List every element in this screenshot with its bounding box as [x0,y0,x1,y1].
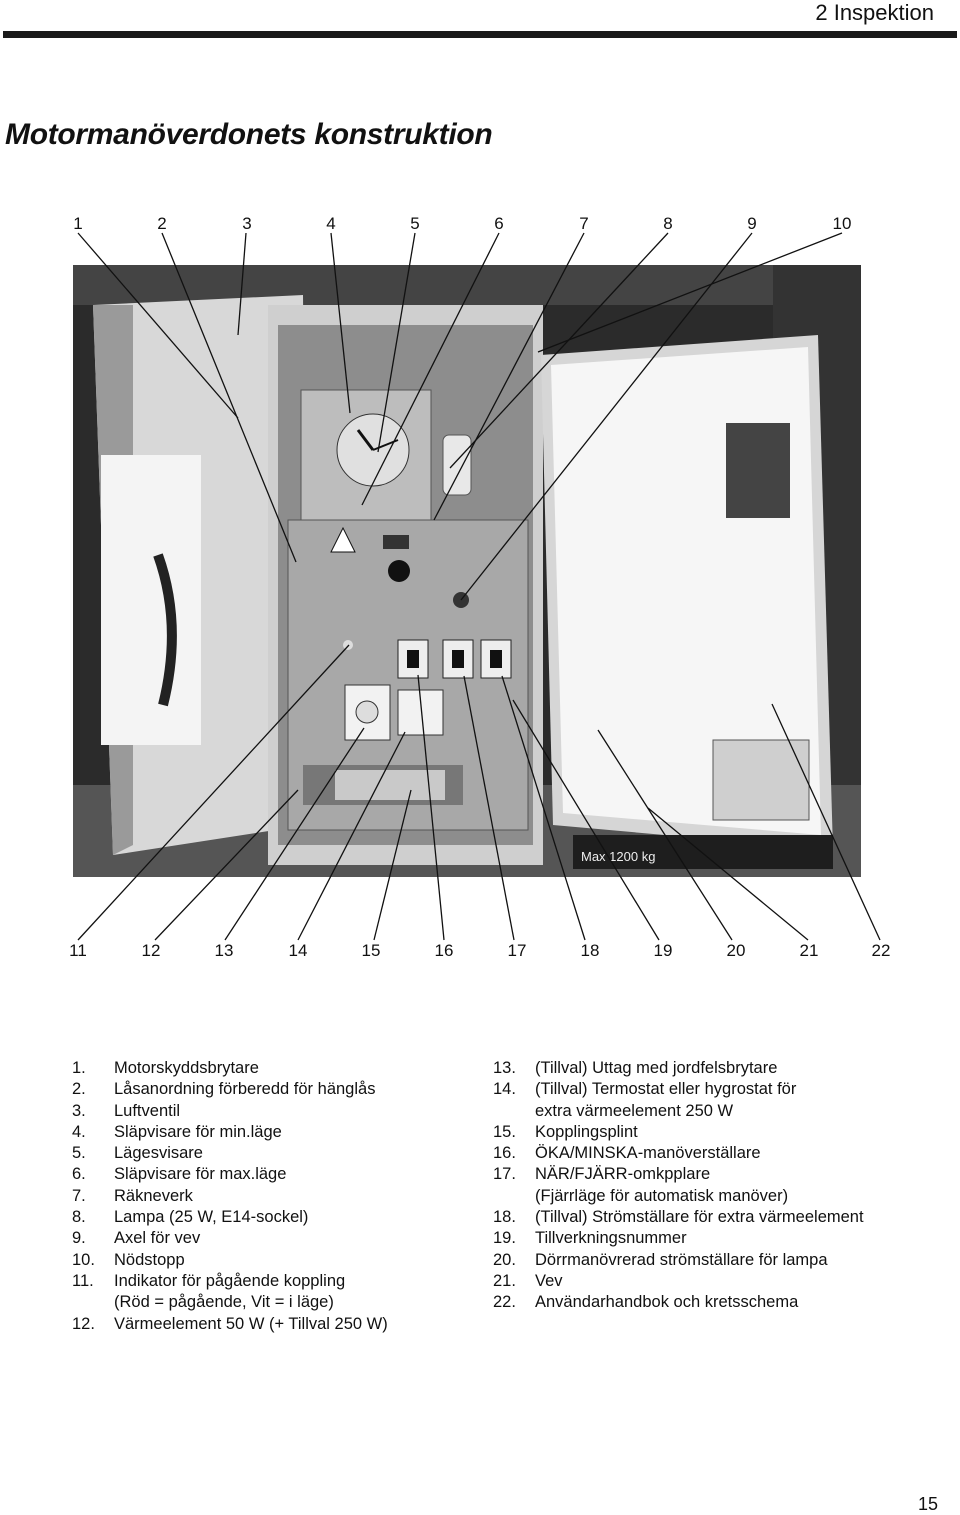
legend-item: 11.Indikator för pågående koppling [72,1271,346,1290]
callout-7: 7 [579,214,589,233]
callout-11: 11 [69,941,87,960]
callout-12: 12 [141,941,161,960]
callout-1: 1 [73,214,83,233]
callout-18: 18 [580,941,600,960]
section-title: 2 Inspektion [815,0,934,25]
legend-item: 1.Motorskyddsbrytare [72,1059,259,1077]
callout-5: 5 [410,214,420,233]
legend-item: 19.Tillverkningsnummer [493,1229,687,1248]
callout-3: 3 [242,214,252,233]
callout-2: 2 [157,214,167,233]
legend-item: 8.Lampa (25 W, E14-sockel) [72,1208,309,1227]
legend-item: 16.ÖKA/MINSKA-manöverställare [493,1144,761,1163]
legend-item: 22.Användarhandbok och kretsschema [493,1293,799,1312]
callout-6: 6 [494,214,504,233]
callout-9: 9 [747,214,757,233]
legend-item: 13.(Tillval) Uttag med jordfelsbrytare [493,1059,778,1077]
legend-item: 3.Luftventil [72,1101,181,1120]
legend-item: 10.Nödstopp [72,1250,185,1269]
legend-right: 13.(Tillval) Uttag med jordfelsbrytare 1… [493,1058,864,1314]
legend-item: 12.Värmeelement 50 W (+ Tillval 250 W) [72,1314,388,1333]
legend-item: 2.Låsanordning förberedd för hänglås [72,1080,376,1099]
page-number: 15 [917,1494,938,1514]
callout-10: 10 [832,214,852,233]
legend-item: 9.Axel för vev [72,1229,201,1248]
legend-item-continuation: (Röd = pågående, Vit = i läge) [114,1293,334,1312]
legend-item: 15.Kopplingsplint [493,1122,638,1141]
legend-item: 7.Räkneverk [72,1186,193,1205]
callout-21: 21 [799,941,819,960]
legend-item-continuation: extra värmeelement 250 W [535,1101,734,1120]
door-sign-text: Max 1200 kg [581,849,655,864]
callout-17: 17 [507,941,527,960]
callout-8: 8 [663,214,673,233]
legend-item: 17.NÄR/FJÄRR-omkpplare [493,1165,711,1184]
legend-item: 20.Dörrmanövrerad strömställare för lamp… [493,1250,828,1269]
callout-13: 13 [214,941,234,960]
legend-item: 21.Vev [493,1271,563,1290]
page-header: 2 Inspektion [0,0,960,40]
callout-19: 19 [653,941,673,960]
legend-item: 18.(Tillval) Strömställare för extra vär… [493,1208,864,1227]
header-rule [3,31,957,38]
legend-item: 5.Lägesvisare [72,1144,203,1163]
callout-14: 14 [288,941,308,960]
callout-20: 20 [726,941,746,960]
callout-15: 15 [361,941,381,960]
callout-16: 16 [434,941,454,960]
page-title: Motormanöverdonets konstruktion [5,118,493,151]
legend-item-continuation: (Fjärrläge för automatisk manöver) [535,1186,789,1205]
callout-4: 4 [326,214,336,233]
callout-22: 22 [871,941,891,960]
legend-left: 1.Motorskyddsbrytare 2.Låsanordning förb… [72,1058,388,1335]
actuator-photo: Max 1200 kg [73,265,861,877]
legend-item: 14.(Tillval) Termostat eller hygrostat f… [493,1080,797,1099]
legend-item: 6.Släpvisare för max.läge [72,1165,287,1184]
legend-item: 4.Släpvisare för min.läge [72,1122,282,1141]
